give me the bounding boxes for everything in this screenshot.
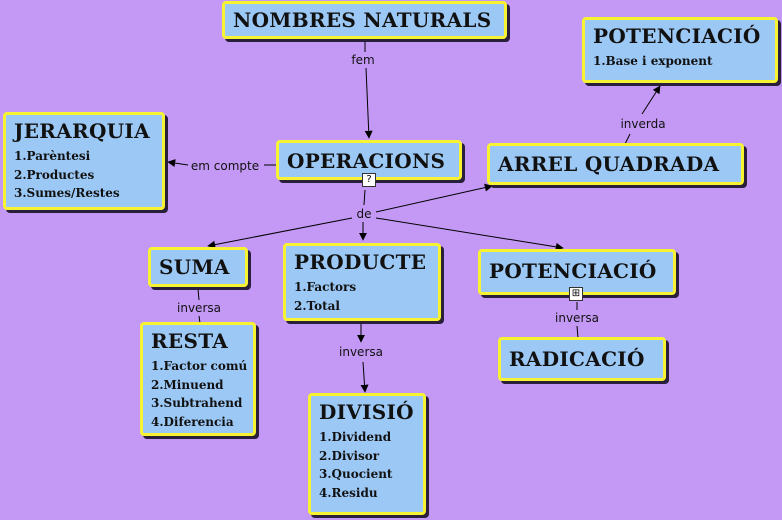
node-item: 1.Parèntesi — [14, 149, 91, 163]
node-item: 4.Residu — [319, 485, 378, 500]
node-item: 3.Quocient — [319, 467, 393, 481]
map-icon[interactable]: ⊞ — [569, 287, 583, 301]
node-item: 1.Dividend — [319, 430, 392, 444]
node-title: SUMA — [159, 255, 230, 279]
link-label-inversa-potenciacio: inversa — [553, 311, 601, 325]
link-label-de: de — [354, 207, 374, 221]
connector-suma-resta-arrow — [198, 315, 201, 324]
node-item: 1.Factor comú — [151, 359, 248, 373]
node-potenciacio-top[interactable]: POTENCIACIÓ 1.Base i exponent — [582, 17, 778, 83]
node-title: POTENCIACIÓ — [593, 24, 761, 48]
connector-de-arrel — [375, 183, 493, 213]
connector-em-compte-arrow — [167, 159, 189, 168]
node-producte[interactable]: PRODUCTE 1.Factors 2.Total — [283, 243, 441, 321]
connector-producte-divisio-arrow — [360, 361, 369, 393]
node-item: 1.Factors — [294, 280, 357, 294]
node-title: NOMBRES NATURALS — [233, 8, 492, 32]
node-resta[interactable]: RESTA 1.Factor comú 2.Minuend 3.Subtrahe… — [140, 322, 256, 436]
connector-de-potenciacio — [375, 217, 564, 251]
link-label-inversa-suma: inversa — [175, 301, 223, 315]
node-title: ARREL QUADRADA — [498, 152, 720, 176]
connector-suma-resta — [197, 288, 200, 301]
node-title: OPERACIONS — [287, 149, 446, 173]
node-arrel-quadrada[interactable]: ARREL QUADRADA — [487, 143, 744, 185]
node-jerarquia[interactable]: JERARQUIA 1.Parèntesi 2.Productes 3.Sume… — [3, 112, 165, 210]
link-label-fem: fem — [349, 53, 377, 67]
node-item: 2.Total — [294, 298, 340, 313]
connector-potenciacio-radicacio-arrow — [576, 325, 579, 339]
document-icon[interactable]: ? — [362, 173, 376, 187]
connector-fem-arrow — [364, 67, 373, 139]
node-item: 4.Diferencia — [151, 414, 234, 429]
connector-de — [363, 189, 366, 206]
connector-de-suma — [207, 217, 353, 249]
node-title: DIVISIÓ — [319, 400, 414, 424]
node-item: 1.Base i exponent — [593, 54, 713, 68]
node-item: 3.Subtrahend — [151, 396, 243, 410]
link-label-inversa-producte: inversa — [337, 345, 385, 359]
node-title: RESTA — [151, 329, 229, 353]
node-title: PRODUCTE — [294, 250, 427, 274]
node-suma[interactable]: SUMA — [148, 247, 248, 287]
node-item: 3.Sumes/Restes — [14, 186, 120, 200]
node-divisio[interactable]: DIVISIÓ 1.Dividend 2.Divisor 3.Quocient … — [308, 393, 426, 515]
link-label-em-compte: em compte — [188, 159, 262, 173]
node-title: RADICACIÓ — [509, 347, 645, 371]
node-nombres-naturals[interactable]: NOMBRES NATURALS — [222, 1, 507, 39]
node-item: 2.Divisor — [319, 448, 380, 463]
node-radicacio[interactable]: RADICACIÓ — [498, 337, 666, 381]
node-item: 2.Minuend — [151, 377, 224, 392]
connector-inverda-arrow — [641, 85, 661, 115]
node-title: JERARQUIA — [14, 119, 150, 143]
node-item: 2.Productes — [14, 167, 95, 182]
node-title: POTENCIACIÓ — [489, 259, 657, 283]
link-label-inverda: inverda — [618, 117, 668, 131]
